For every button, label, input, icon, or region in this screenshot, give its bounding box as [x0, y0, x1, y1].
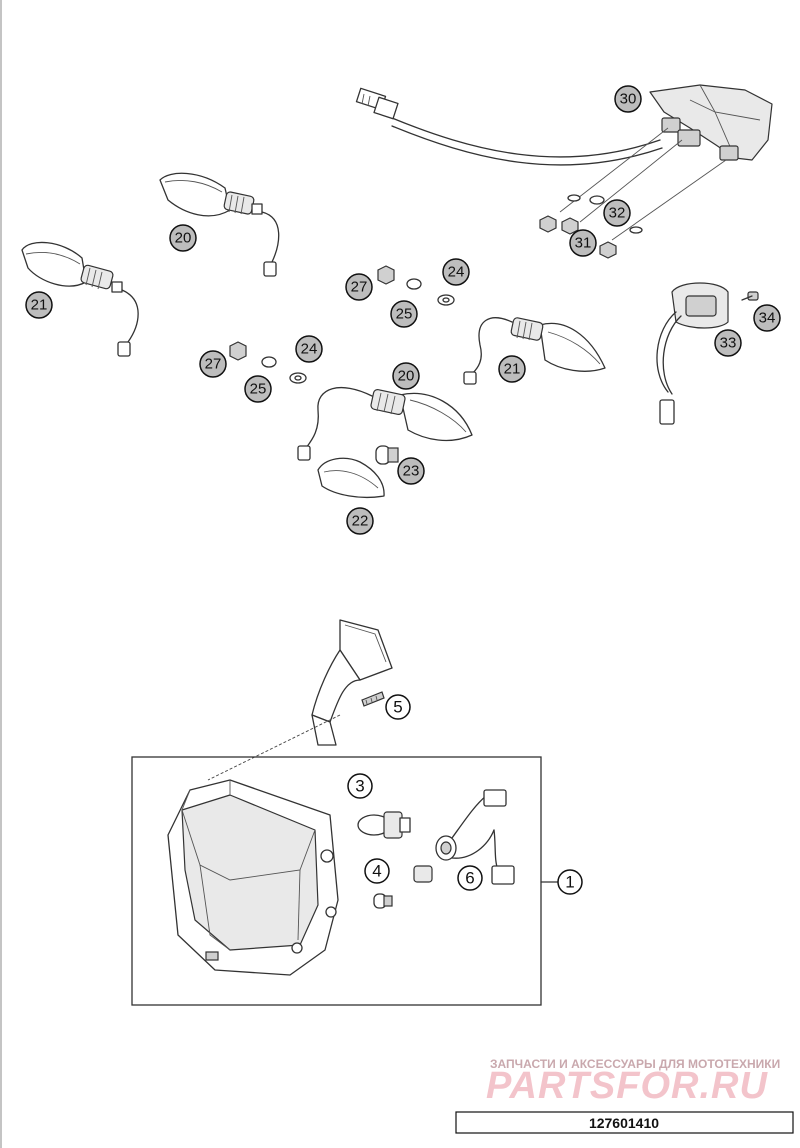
headlight-screw — [361, 691, 385, 707]
tail-light-housing — [649, 84, 773, 161]
parking-bulb — [373, 893, 393, 909]
callout-23: 23 — [397, 457, 425, 485]
svg-text:1: 1 — [565, 873, 574, 892]
svg-text:21: 21 — [504, 361, 521, 378]
license-plate-light — [656, 282, 729, 425]
turn-signal-bulb — [375, 445, 399, 465]
diagram-id-box — [455, 1111, 794, 1134]
svg-text:4: 4 — [372, 862, 381, 881]
turn-signal-mid-right — [463, 317, 606, 385]
turn-signal-lens — [317, 457, 385, 499]
svg-text:30: 30 — [620, 91, 637, 108]
callout-34: 34 — [753, 304, 781, 332]
callout-21-upper: 21 — [25, 291, 53, 319]
svg-text:3: 3 — [355, 777, 364, 796]
headlight-bulb — [357, 811, 411, 839]
callout-31: 31 — [569, 229, 597, 257]
svg-text:23: 23 — [403, 463, 420, 480]
svg-text:5: 5 — [393, 698, 402, 717]
callout-25-lower: 25 — [244, 375, 272, 403]
svg-text:27: 27 — [205, 356, 222, 373]
svg-text:25: 25 — [250, 381, 267, 398]
tail-light-connector — [355, 87, 399, 120]
plate-light-screw — [741, 291, 759, 301]
turn-signal-mid-left — [297, 387, 473, 461]
svg-text:32: 32 — [609, 205, 626, 222]
svg-text:20: 20 — [175, 230, 192, 247]
hardware-set-upper — [377, 265, 455, 306]
callout-20-upper: 20 — [169, 224, 197, 252]
callout-32: 32 — [603, 199, 631, 227]
svg-text:34: 34 — [759, 310, 776, 327]
turn-signal-upper-right-far — [21, 241, 139, 357]
svg-text:6: 6 — [465, 869, 474, 888]
headlight-housing — [167, 779, 339, 976]
headlight-assembly-frame — [131, 756, 542, 1006]
bulb-socket-harness — [413, 789, 515, 885]
callout-27-upper: 27 — [345, 273, 373, 301]
diagram-id: 127601410 — [589, 1115, 659, 1131]
svg-text:22: 22 — [352, 513, 369, 530]
callout-6: 6 — [457, 865, 483, 891]
svg-text:31: 31 — [575, 235, 592, 252]
svg-text:21: 21 — [31, 297, 48, 314]
svg-text:24: 24 — [301, 341, 318, 358]
callout-33: 33 — [714, 329, 742, 357]
svg-text:20: 20 — [398, 368, 415, 385]
svg-text:24: 24 — [448, 264, 465, 281]
svg-text:33: 33 — [720, 335, 737, 352]
tail-light-assembly — [355, 84, 773, 259]
callout-30: 30 — [614, 85, 642, 113]
callout-24-upper: 24 — [442, 258, 470, 286]
callout-24-lower: 24 — [295, 335, 323, 363]
watermark-tagline: ЗАПЧАСТИ И АКСЕССУАРЫ ДЛЯ МОТОТЕХНИКИ — [490, 1057, 780, 1071]
callout-27-lower: 27 — [199, 350, 227, 378]
svg-text:25: 25 — [396, 306, 413, 323]
callout-21-mid: 21 — [498, 355, 526, 383]
bracket-guide-line — [207, 714, 341, 781]
watermark-brand: PARTSFOR.RU — [486, 1065, 768, 1107]
callout-3: 3 — [347, 773, 373, 799]
headlight-bracket — [311, 619, 393, 746]
callout-1: 1 — [557, 869, 583, 895]
callout-4: 4 — [364, 858, 390, 884]
hardware-set-lower — [229, 341, 307, 384]
callout-20-mid: 20 — [392, 362, 420, 390]
callout-5: 5 — [385, 694, 411, 720]
callout-25-upper: 25 — [390, 300, 418, 328]
callout-22: 22 — [346, 507, 374, 535]
svg-text:27: 27 — [351, 279, 368, 296]
turn-signal-upper-left — [159, 172, 280, 277]
